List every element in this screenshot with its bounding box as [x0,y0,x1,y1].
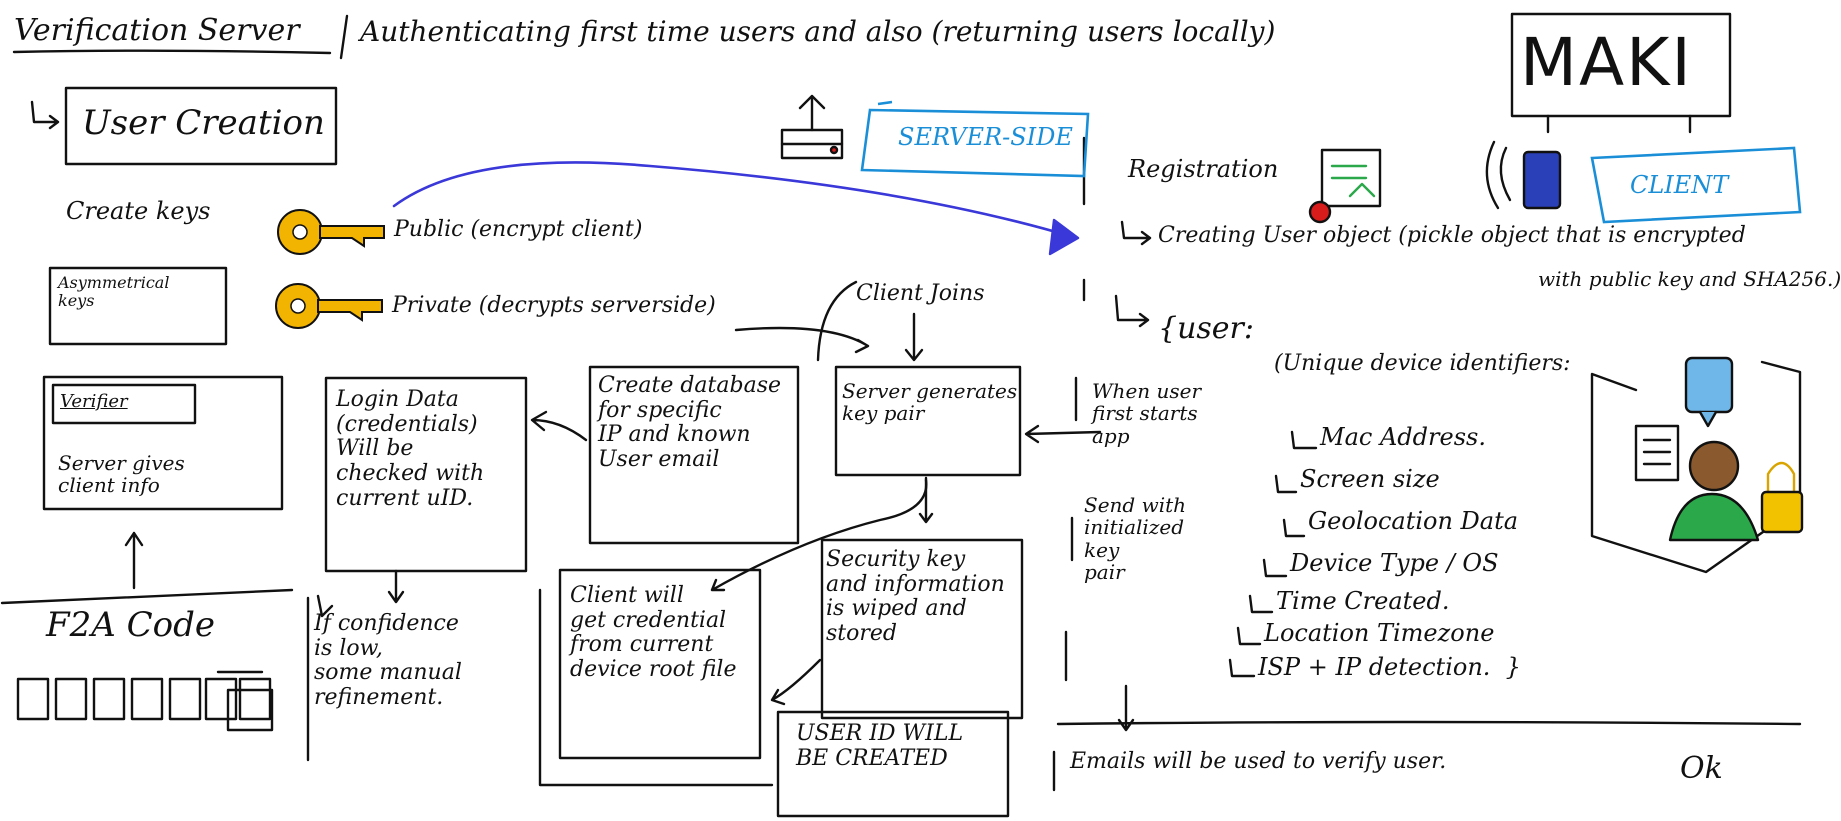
server-gives-label: Server gives client info [58,451,185,498]
user-creation-label: User Creation [82,103,325,143]
asymmetrical-keys-label: Asymmetrical keys [58,273,170,310]
certificate-seal [1308,200,1332,224]
phone-waves [1485,140,1512,210]
registration-arrow [1120,220,1152,246]
server-to-client-arrow [710,478,928,592]
f2a-boxes [16,670,274,732]
tick-mark [316,594,334,618]
attr-location-timezone: Location Timezone [1264,619,1495,647]
verifier-label: Verifier [60,391,128,412]
attr-geolocation: Geolocation Data [1308,507,1519,535]
client-joins-label: Client Joins [856,281,985,306]
client-will-box [558,568,762,760]
public-key-label: Public (encrypt client) [394,217,643,242]
server-generates-label: Server generates key pair [842,379,1018,426]
attr-isp-ip: ISP + IP detection. } [1258,653,1521,681]
logo-stand [1546,114,1692,134]
create-keys-label: Create keys [66,197,211,225]
signature: Ok [1680,751,1723,786]
client-joins-link [816,280,858,362]
login-to-conf-arrow [387,569,405,604]
create-db-box [588,365,800,545]
security-key-label: Security key and information is wiped an… [826,547,1005,646]
title-underline [12,49,332,55]
security-arrow [770,658,822,706]
registration-label: Registration [1128,155,1279,183]
create-database-label: Create database for specific IP and know… [598,373,782,472]
confidence-label: If confidence is low, some manual refine… [314,611,462,710]
attr-time-created: Time Created. [1276,587,1450,615]
verifier-box [42,375,284,511]
asymmetrical-keys-box [48,266,228,346]
phone-icon [1522,150,1562,210]
right-divider [1056,720,1802,726]
login-data-label: Login Data (credentials) Will be checked… [336,387,485,511]
user-id-box [776,710,1010,818]
unique-identifiers-label: (Unique device identifiers: [1274,351,1571,376]
left-divider [0,588,294,605]
padlock-shackle [1766,461,1796,496]
server-generates-box [834,365,1022,477]
emails-label: Emails will be used to verify user. [1070,749,1447,774]
user-object-arrow [1114,294,1150,328]
send-with-label: Send with initialized key pair [1084,493,1187,585]
public-key-icon [277,209,385,255]
db-to-login-arrow [530,410,588,442]
arrow-to-user-creation [30,100,60,130]
creating-user-object-label-2: with public key and SHA256.) [1538,267,1841,291]
client-will-box-frame [538,588,774,787]
server-side-box [860,100,1090,178]
server-down-arrow [918,476,934,524]
logo-frame [1510,12,1732,118]
creating-user-object-label: Creating User object (pickle object that… [1158,223,1746,248]
security-key-box [820,538,1024,720]
verifier-arrow [124,531,144,590]
user-shield [1590,360,1802,574]
diagram-title: Verification Server [14,13,300,48]
document-icon [1634,424,1680,482]
info-icon-bubble [1684,356,1734,414]
f2a-code-label: F2A Code [46,605,215,645]
private-key-icon [275,283,383,329]
padlock-body [1760,490,1804,534]
user-id-created-label: USER ID WILL BE CREATED [796,721,964,771]
private-key-label: Private (decrypts serverside) [392,293,716,318]
when-user-label: When user first starts app [1092,379,1202,448]
diagram-subtitle: Authenticating first time users and also… [360,15,1276,48]
user-object-label: {user: [1158,311,1255,346]
public-key-to-registration-arrow [392,161,1072,238]
maki-logo: MAKI [1520,24,1693,101]
attr-device-type: Device Type / OS [1290,549,1499,577]
private-to-server-arrow [734,326,870,354]
attribute-bullets [1228,430,1318,678]
title-separator [339,14,349,60]
attr-mac-address: Mac Address. [1320,423,1486,451]
user-creation-box [64,86,338,166]
client-will-get-label: Client will get credential from current … [570,583,737,682]
client-label: CLIENT [1630,171,1729,199]
server-side-label: SERVER-SIDE [898,123,1073,151]
verifier-label-box [51,383,197,425]
client-box [1590,146,1802,224]
attr-screen-size: Screen size [1300,465,1440,493]
person-head [1688,440,1740,492]
client-joins-arrow [904,312,924,362]
user-start-arrow [1024,424,1102,444]
login-data-box [324,376,528,573]
person-body [1668,492,1760,542]
